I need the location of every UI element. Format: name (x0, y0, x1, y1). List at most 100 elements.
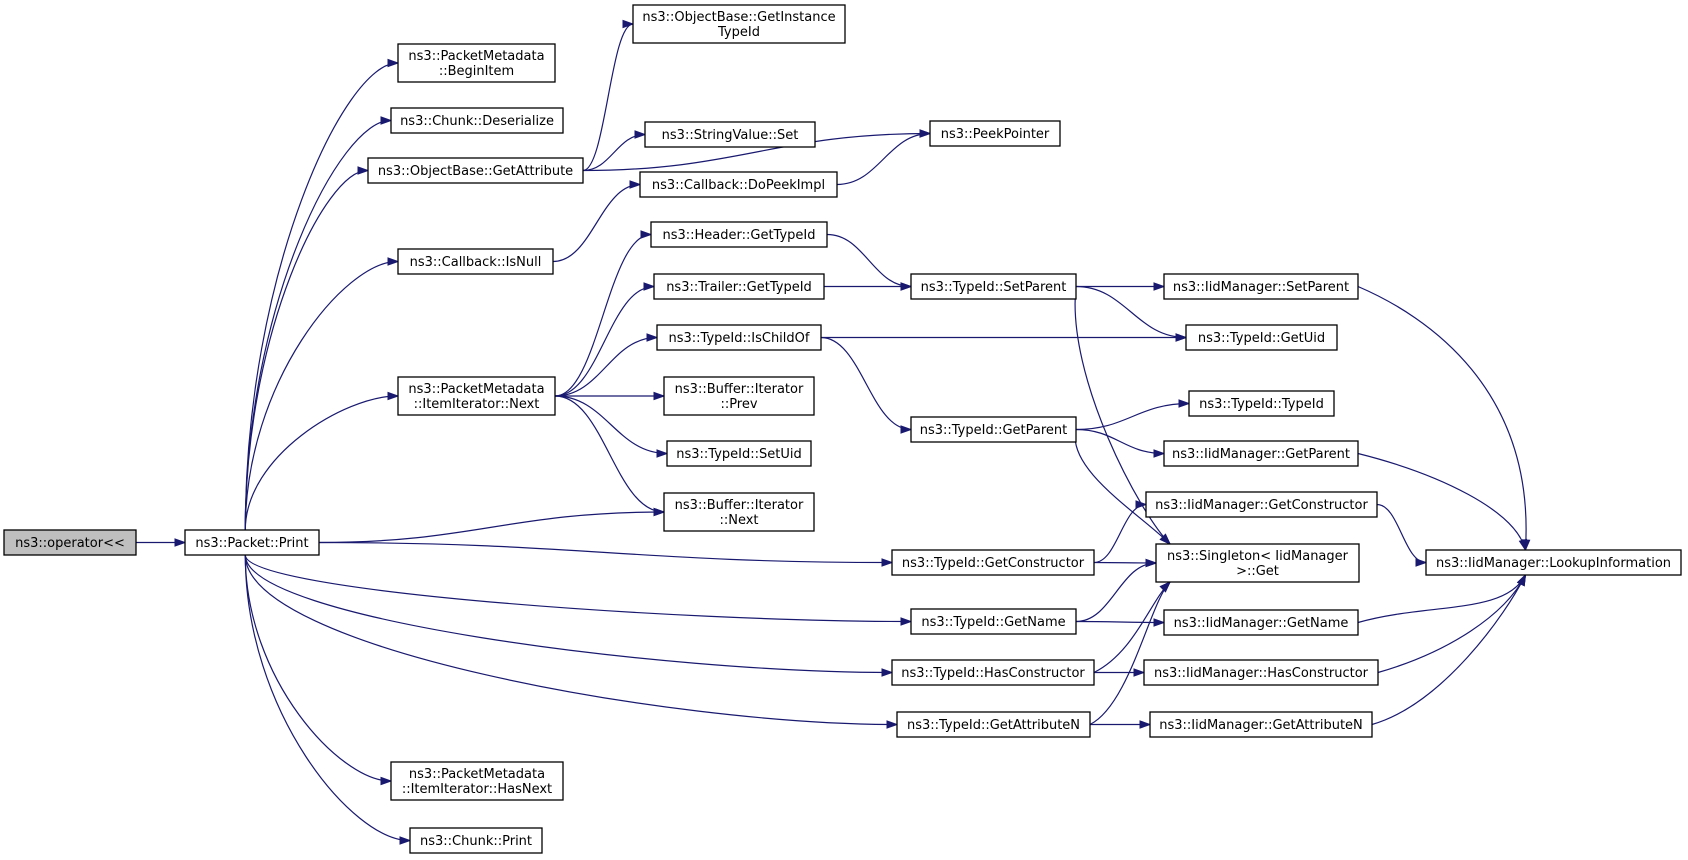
node-box (1163, 440, 1359, 467)
node-label: ::BeginItem (439, 64, 514, 79)
node-iid-hasconstructor[interactable]: ns3::IidManager::HasConstructor (1143, 659, 1379, 686)
node-typeid-hasconstructor[interactable]: ns3::TypeId::HasConstructor (891, 659, 1095, 686)
node-packet-print[interactable]: ns3::Packet::Print (184, 529, 320, 556)
node-iid-setparent[interactable]: ns3::IidManager::SetParent (1163, 273, 1359, 300)
node-pm-beginitem[interactable]: ns3::PacketMetadata::BeginItem (397, 43, 556, 83)
node-box (644, 121, 816, 148)
node-trailer-gettypeid[interactable]: ns3::Trailer::GetTypeId (653, 273, 825, 300)
node-buffer-it-next[interactable]: ns3::Buffer::Iterator::Next (663, 492, 815, 532)
node-label: ns3::Callback::DoPeekImpl (652, 178, 825, 193)
node-box (910, 273, 1077, 300)
edge-typeid-getconstructor-to-iid-getconstructor (1093, 500, 1148, 564)
node-label: ns3::IidManager::GetConstructor (1155, 498, 1368, 513)
node-typeid-setparent[interactable]: ns3::TypeId::SetParent (910, 273, 1077, 300)
node-iid-getparent[interactable]: ns3::IidManager::GetParent (1163, 440, 1359, 467)
node-label: TypeId (717, 25, 760, 40)
node-box (409, 827, 543, 854)
node-callback-dopeekimpl[interactable]: ns3::Callback::DoPeekImpl (639, 171, 838, 198)
node-box (1425, 549, 1682, 576)
node-box (1149, 711, 1373, 738)
edge-ob-getattribute-to-ob-getinstancetypeid (582, 19, 635, 172)
node-label: ns3::TypeId::GetUid (1198, 331, 1325, 346)
node-label: ns3::TypeId::TypeId (1199, 397, 1324, 412)
edge-typeid-setparent-to-iid-setparent (1075, 282, 1166, 291)
node-label: ns3::IidManager::GetName (1174, 616, 1349, 631)
edge-packet-print-to-pm-beginitem (244, 58, 400, 531)
node-label: ns3::TypeId::HasConstructor (901, 666, 1085, 681)
node-iid-getname[interactable]: ns3::IidManager::GetName (1163, 609, 1359, 636)
node-label: ns3::TypeId::IsChildOf (669, 331, 810, 346)
node-box (891, 659, 1095, 686)
node-box (663, 376, 815, 416)
node-typeid-getname[interactable]: ns3::TypeId::GetName (910, 608, 1077, 635)
node-box (1163, 609, 1359, 636)
node-label: ns3::Packet::Print (195, 536, 308, 551)
node-label: ::ItemIterator::Next (414, 397, 540, 412)
edge-iid-getconstructor-to-iid-lookupinformation (1376, 503, 1428, 567)
node-box (397, 376, 556, 416)
node-label: ns3::operator<< (15, 536, 125, 551)
node-label: ns3::ObjectBase::GetInstance (642, 10, 835, 25)
edge-typeid-hasconstructor-to-iid-hasconstructor (1093, 668, 1146, 677)
edge-pm-ii-next-to-trailer-gettypeid (554, 282, 656, 397)
node-label: ns3::Singleton< IidManager (1167, 549, 1349, 564)
edge-typeid-hasconstructor-to-singleton-get (1093, 580, 1172, 674)
node-chunk-print[interactable]: ns3::Chunk::Print (409, 827, 543, 854)
edge-trailer-gettypeid-to-typeid-setparent (823, 282, 913, 291)
node-box (656, 324, 822, 351)
edge-iid-setparent-to-iid-lookupinformation (1357, 285, 1531, 552)
node-label: ::Next (719, 513, 758, 528)
edge-typeid-ischildof-to-typeid-getuid (820, 333, 1188, 342)
node-peekpointer[interactable]: ns3::PeekPointer (929, 120, 1061, 147)
node-typeid-ischildof[interactable]: ns3::TypeId::IsChildOf (656, 324, 822, 351)
node-ob-getattribute[interactable]: ns3::ObjectBase::GetAttribute (367, 157, 584, 184)
node-iid-getattributen[interactable]: ns3::IidManager::GetAttributeN (1149, 711, 1373, 738)
node-pm-ii-hasnext[interactable]: ns3::PacketMetadata::ItemIterator::HasNe… (390, 761, 564, 801)
edge-packet-print-to-typeid-getname (244, 554, 913, 626)
node-typeid-setuid[interactable]: ns3::TypeId::SetUid (666, 440, 812, 467)
node-typeid-getparent[interactable]: ns3::TypeId::GetParent (910, 416, 1077, 443)
node-callback-isnull[interactable]: ns3::Callback::IsNull (397, 248, 554, 275)
node-label: ns3::PacketMetadata (408, 49, 544, 64)
node-chunk-deserialize[interactable]: ns3::Chunk::Deserialize (390, 107, 564, 134)
node-typeid-typeid[interactable]: ns3::TypeId::TypeId (1188, 390, 1335, 417)
edge-typeid-getattributen-to-iid-getattributen (1090, 720, 1152, 729)
node-box (632, 4, 846, 44)
edge-packet-print-to-chunk-print (244, 554, 412, 845)
node-typeid-getconstructor[interactable]: ns3::TypeId::GetConstructor (891, 549, 1095, 576)
node-label: >::Get (1236, 564, 1279, 579)
node-label: ns3::TypeId::GetParent (920, 423, 1068, 438)
node-header-gettypeid[interactable]: ns3::Header::GetTypeId (650, 221, 828, 248)
node-box (929, 120, 1061, 147)
edge-packet-print-to-buffer-it-next (318, 507, 666, 544)
edge-header-gettypeid-to-typeid-setparent (826, 233, 913, 291)
call-graph-edges (136, 19, 1531, 845)
edge-pm-ii-next-to-header-gettypeid (554, 230, 653, 397)
node-label: ns3::Buffer::Iterator (675, 382, 804, 397)
node-iid-getconstructor[interactable]: ns3::IidManager::GetConstructor (1145, 491, 1378, 518)
node-typeid-getattributen[interactable]: ns3::TypeId::GetAttributeN (896, 711, 1091, 738)
node-box (896, 711, 1091, 738)
node-pm-ii-next[interactable]: ns3::PacketMetadata::ItemIterator::Next (397, 376, 556, 416)
edge-callback-isnull-to-callback-dopeekimpl (552, 180, 642, 263)
edge-packet-print-to-pm-ii-next (244, 391, 400, 531)
node-typeid-getuid[interactable]: ns3::TypeId::GetUid (1185, 324, 1338, 351)
node-box (663, 492, 815, 532)
edge-pm-ii-next-to-typeid-setuid (554, 395, 669, 458)
edge-callback-dopeekimpl-to-peekpointer (836, 129, 932, 186)
node-label: ns3::TypeId::SetParent (921, 280, 1067, 295)
node-box (1155, 543, 1360, 583)
edge-operator-to-packet-print (136, 538, 187, 547)
edge-typeid-getname-to-iid-getname (1075, 618, 1166, 627)
node-stringvalue-set[interactable]: ns3::StringValue::Set (644, 121, 816, 148)
node-singleton-get[interactable]: ns3::Singleton< IidManager >::Get (1155, 543, 1360, 583)
edge-packet-print-to-ob-getattribute (244, 166, 370, 531)
node-iid-lookupinformation[interactable]: ns3::IidManager::LookupInformation (1425, 549, 1682, 576)
node-buffer-it-prev[interactable]: ns3::Buffer::Iterator::Prev (663, 376, 815, 416)
edge-packet-print-to-callback-isnull (244, 257, 400, 531)
node-label: ns3::Chunk::Deserialize (400, 114, 554, 129)
node-box (1185, 324, 1338, 351)
node-label: ns3::Chunk::Print (420, 834, 532, 849)
